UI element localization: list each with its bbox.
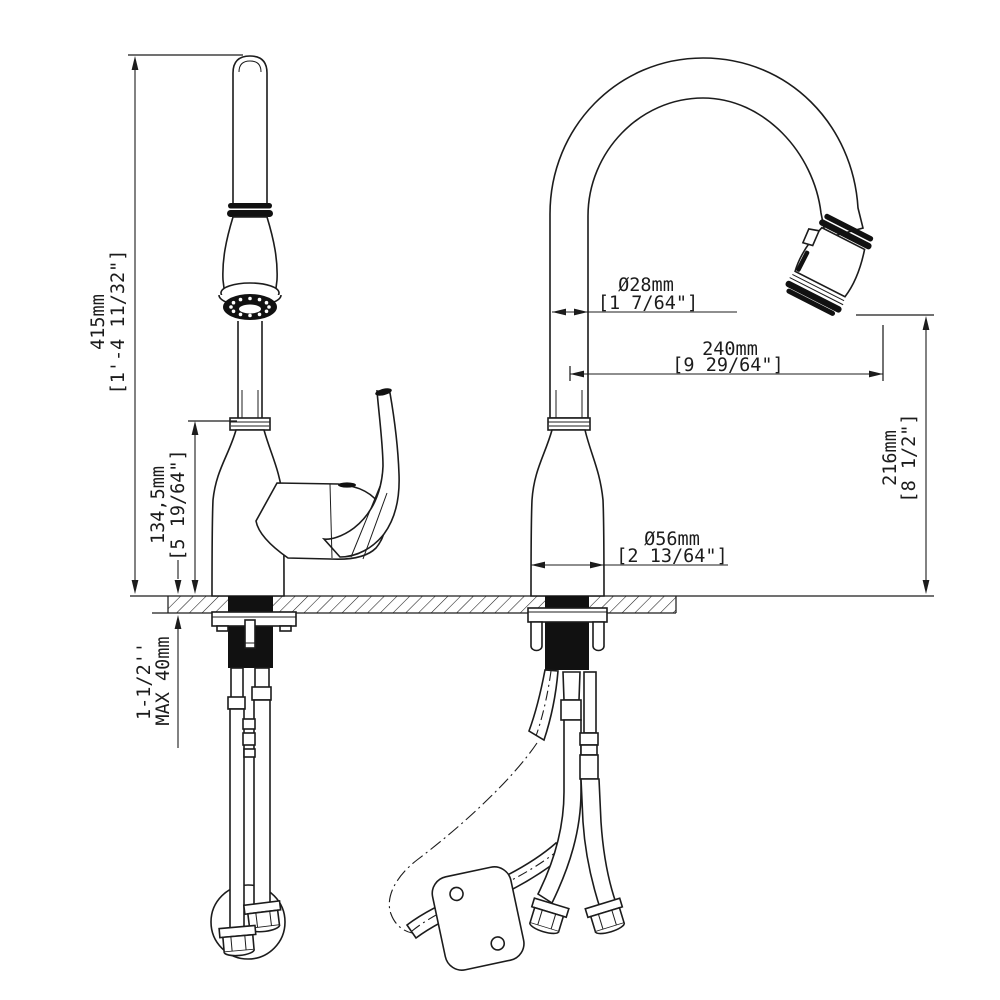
side-supply-hose-right bbox=[580, 778, 617, 913]
side-pulldown-hose bbox=[528, 669, 559, 742]
side-sprayer-outlet bbox=[786, 288, 836, 316]
dimension-overall-height: 415mm [1'-4 11/32"] bbox=[88, 54, 243, 594]
dim-outlet-height-imperial: [8 1/2"] bbox=[899, 413, 920, 502]
side-faucet-body bbox=[530, 429, 605, 597]
dim-outlet-height-metric: 216mm bbox=[880, 430, 901, 486]
side-mounting-bracket bbox=[527, 607, 608, 623]
dim-spout-reach-metric: 240mm bbox=[702, 339, 758, 360]
dimension-outlet-height: 216mm [8 1/2"] bbox=[856, 314, 934, 594]
side-bracket-screw-left bbox=[530, 621, 543, 652]
front-supply-hose-right bbox=[253, 699, 271, 907]
dim-deck-thickness-inch: 1-1/2'' bbox=[134, 642, 155, 720]
side-hose-nut-right bbox=[584, 897, 626, 935]
dimension-spout-diameter: Ø28mm [1 7/64"] bbox=[552, 275, 737, 316]
side-counterweight bbox=[431, 866, 525, 971]
side-gooseneck-spout bbox=[549, 57, 864, 419]
dim-overall-height-metric: 415mm bbox=[88, 294, 109, 350]
side-mounting-shank bbox=[545, 596, 589, 670]
side-base-ring bbox=[547, 417, 591, 431]
front-mounting-screw bbox=[244, 619, 256, 649]
front-sprayer-ring bbox=[228, 203, 272, 209]
front-base-ring bbox=[229, 417, 271, 431]
side-hose-nut-left bbox=[528, 897, 570, 935]
side-supply-hose-left bbox=[536, 719, 582, 905]
dim-deck-thickness-mm: MAX 40mm bbox=[153, 636, 174, 725]
dimensions: 415mm [1'-4 11/32"] 134,5mm [5 19/64"] 1… bbox=[88, 54, 934, 748]
side-hose-phantom-loop bbox=[388, 742, 538, 934]
side-sprayer-head bbox=[785, 213, 874, 316]
dim-base-diameter-metric: Ø56mm bbox=[644, 529, 700, 550]
front-supply-hose-left bbox=[229, 708, 245, 931]
dimension-body-height: 134,5mm [5 19/64"] bbox=[148, 420, 237, 594]
dimension-spout-reach: 240mm [9 29/64"] bbox=[569, 325, 884, 381]
dim-spout-diameter-imperial: [1 7/64"] bbox=[598, 293, 698, 314]
front-hose-nut-left bbox=[218, 924, 257, 957]
side-sprayer-clip bbox=[801, 228, 821, 247]
dim-body-height-metric: 134,5mm bbox=[148, 466, 169, 544]
spray-nozzle-dots bbox=[229, 296, 271, 318]
front-under-counter bbox=[210, 596, 297, 960]
front-spout-tube bbox=[232, 55, 268, 204]
handle-lever bbox=[321, 390, 400, 558]
dim-spout-diameter-metric: Ø28mm bbox=[618, 275, 674, 296]
faucet-side-view bbox=[388, 57, 874, 971]
front-hose-loop bbox=[210, 884, 286, 960]
side-bracket-screw-right bbox=[592, 621, 605, 652]
front-faucet-body bbox=[211, 429, 285, 597]
handle-tip bbox=[375, 388, 392, 396]
dim-body-height-imperial: [5 19/64"] bbox=[168, 449, 189, 560]
dim-overall-height-imperial: [1'-4 11/32"] bbox=[108, 250, 129, 395]
side-under-counter bbox=[388, 596, 626, 971]
dimension-base-diameter: Ø56mm [2 13/64"] bbox=[531, 529, 728, 569]
front-hose-nut-right bbox=[242, 899, 282, 933]
dim-base-diameter-imperial: [2 13/64"] bbox=[616, 546, 727, 567]
front-handle bbox=[255, 388, 400, 561]
dim-spout-reach-imperial: [9 29/64"] bbox=[672, 355, 783, 376]
faucet-front-view bbox=[210, 55, 400, 960]
dimension-deck-thickness: 1-1/2'' MAX 40mm bbox=[134, 560, 182, 748]
